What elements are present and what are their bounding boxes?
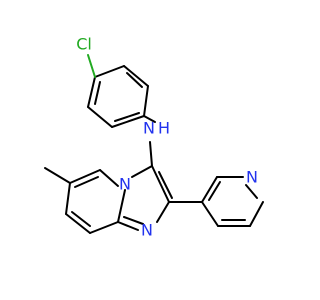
chlorophenyl-ring (87, 65, 149, 128)
atom-amine-n: N (143, 119, 155, 138)
bond (143, 85, 149, 117)
bond-double-inner (123, 216, 144, 225)
bond (69, 169, 101, 184)
bond (65, 182, 71, 215)
fused-pyridine-ring (65, 169, 119, 234)
bond (87, 106, 113, 128)
bond-double-inner (208, 181, 221, 201)
bond-double-inner (94, 81, 101, 105)
bond (65, 213, 91, 234)
bond (201, 201, 219, 227)
pyridyl-ring (201, 176, 264, 227)
bond (156, 201, 170, 223)
bond (249, 201, 264, 227)
bond (151, 165, 170, 203)
atom-pyridine-n: N (246, 168, 258, 187)
bond-double-inner (114, 112, 140, 122)
bond (201, 176, 218, 203)
bond (99, 169, 119, 187)
bond (111, 115, 145, 128)
bond (89, 221, 119, 234)
bond-c-nh (143, 115, 156, 123)
molecule-structure: Cl N H N N N (44, 35, 264, 240)
bond-double-inner (245, 184, 258, 199)
bond (87, 76, 96, 108)
imidazole-ring (117, 165, 173, 231)
atom-bridge-n: N (119, 175, 131, 194)
bond (131, 165, 153, 178)
bond (94, 65, 125, 78)
bond-double-inner (158, 171, 173, 199)
bond (117, 221, 139, 231)
bond-c-cl (87, 54, 96, 78)
bond-double-inner (71, 211, 91, 227)
bond-double-inner (74, 176, 99, 188)
bond (123, 65, 149, 87)
bond-double-inner (126, 72, 143, 88)
bond-nh-c3 (149, 141, 153, 167)
bond (117, 189, 126, 223)
bond-methyl (44, 167, 71, 184)
atom-chlorine: Cl (76, 35, 92, 54)
atom-imidazole-n: N (141, 221, 153, 240)
atom-amine-h: H (158, 119, 170, 138)
